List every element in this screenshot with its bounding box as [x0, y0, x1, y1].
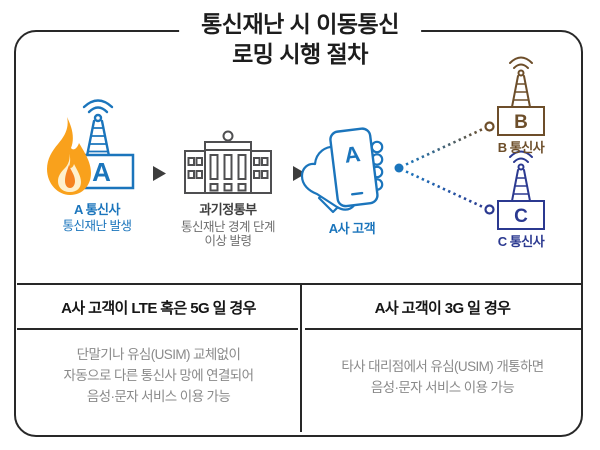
dotted-connector-lines — [394, 121, 495, 215]
table-column-divider — [300, 284, 302, 432]
carrier-a-letter: A — [92, 157, 111, 187]
carrier-a-label: A 통신사 — [74, 202, 120, 217]
carrier-b-label: B 통신사 — [497, 140, 545, 155]
cell-tower-b-icon — [497, 56, 545, 136]
table-header-lte-5g: A사 고객이 LTE 혹은 5G 일 경우 — [61, 300, 256, 317]
table-cell-line: 음성·문자 서비스 이용 가능 — [370, 380, 515, 395]
table-cell-line: 단말기나 유심(USIM) 교체없이 — [76, 347, 241, 362]
hand-holding-phone-icon — [300, 127, 384, 214]
table-cell-3g: 타사 대리점에서 유심(USIM) 개통하면 음성·문자 서비스 이용 가능 — [302, 356, 583, 398]
ministry-label: 과기정통부 — [199, 202, 257, 217]
title-line-2: 로밍 시행 절차 — [232, 41, 368, 67]
customer-phone-letter: A — [343, 141, 362, 168]
right-header-underline — [305, 328, 583, 330]
table-cell-lte-5g: 단말기나 유심(USIM) 교체없이 자동으로 다른 통신사 망에 연결되어 음… — [17, 344, 300, 407]
carrier-b-letter: B — [514, 112, 528, 133]
carrier-c-label: C 통신사 — [497, 234, 545, 249]
table-cell-line: 타사 대리점에서 유심(USIM) 개통하면 — [341, 359, 544, 374]
left-header-underline — [17, 328, 298, 330]
carrier-c-letter: C — [514, 206, 528, 227]
table-cell-line: 음성·문자 서비스 이용 가능 — [86, 389, 231, 404]
right-arrow-icon — [293, 166, 306, 181]
right-arrow-icon — [153, 166, 166, 181]
title-line-1: 통신재난 시 이동통신 — [201, 11, 399, 37]
ministry-alert-line-2: 이상 발령 — [204, 234, 252, 248]
page-title: 통신재난 시 이동통신 로밍 시행 절차 — [179, 9, 421, 69]
flame-icon — [47, 117, 91, 195]
customer-label: A사 고객 — [328, 221, 376, 236]
cell-tower-c-icon — [497, 150, 545, 230]
ministry-alert-line-1: 통신재난 경계 단계 — [181, 220, 275, 234]
table-header-3g: A사 고객이 3G 일 경우 — [374, 300, 511, 317]
carrier-a-event-label: 통신재난 발생 — [62, 219, 132, 233]
government-building-icon — [184, 130, 272, 194]
table-cell-line: 자동으로 다른 통신사 망에 연결되어 — [63, 368, 255, 383]
